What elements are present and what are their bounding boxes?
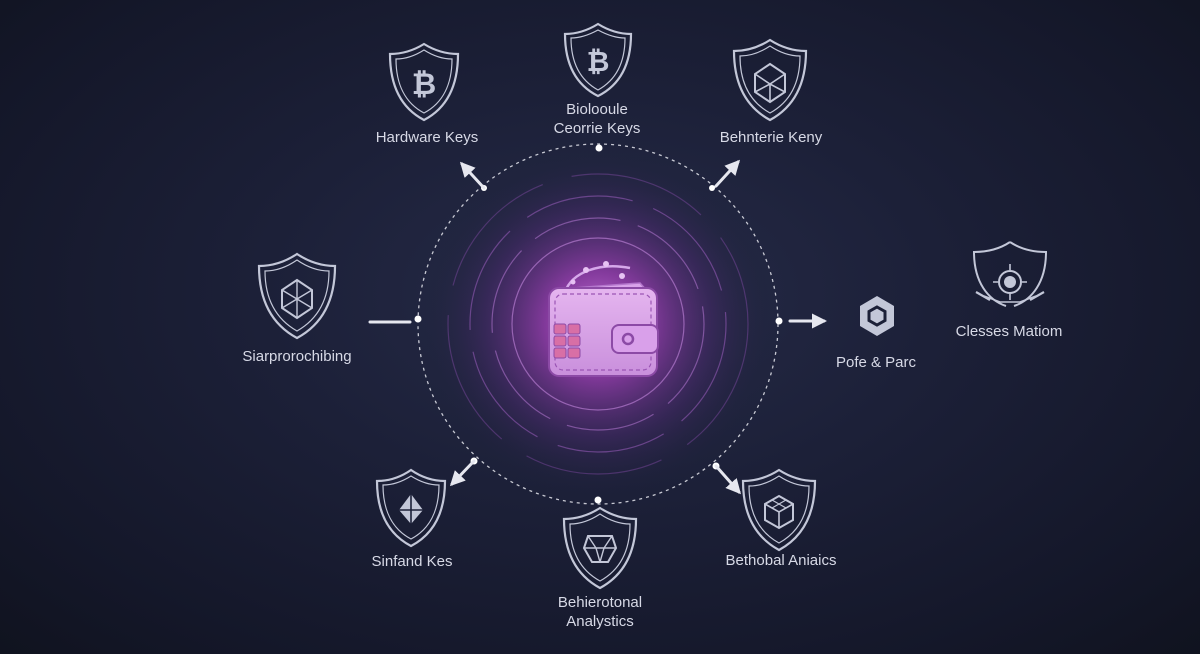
label-hardware-keys: Hardware Keys [375,129,479,146]
arrow-to-standard-keys [449,459,476,487]
target-shield-icon [972,241,1048,307]
arrow-to-behavioral-keys [714,159,741,188]
cube-shield-icon [732,38,808,122]
svg-text:₿: ₿ [587,45,610,78]
gem-shield-icon [562,506,638,590]
diamond-shield-icon [375,468,447,548]
label-closes-mation: Clesses Matiom [955,323,1063,340]
wallet-icon [548,261,659,377]
bitcoin-shield-icon: ₿ [563,22,633,98]
label-sharprochiping: Siarprorochibing [242,348,352,365]
svg-text:₿: ₿ [412,67,436,102]
label-behavioral-keys: Behnterie Keny [719,129,823,146]
label-behavioral-analytics: Behierotonal Analystics [557,594,643,630]
arrow-to-hardware-keys [459,161,486,190]
cube-shield-icon [741,468,817,552]
bitcoin-shield-icon: ₿ [388,42,460,122]
hexagon-icon [860,296,894,336]
label-behobal-analics: Bethobal Aniaics [725,552,837,569]
connector-arrows [368,159,827,495]
label-biometric-keys: Biolooule Ceorrie Keys [553,101,641,137]
cube-shield-icon [257,252,337,340]
label-standard-keys: Sinfand Kes [371,553,453,570]
label-pole-parc: Pofe & Parc [835,354,917,371]
arrow-to-behobal-analics [714,464,741,495]
